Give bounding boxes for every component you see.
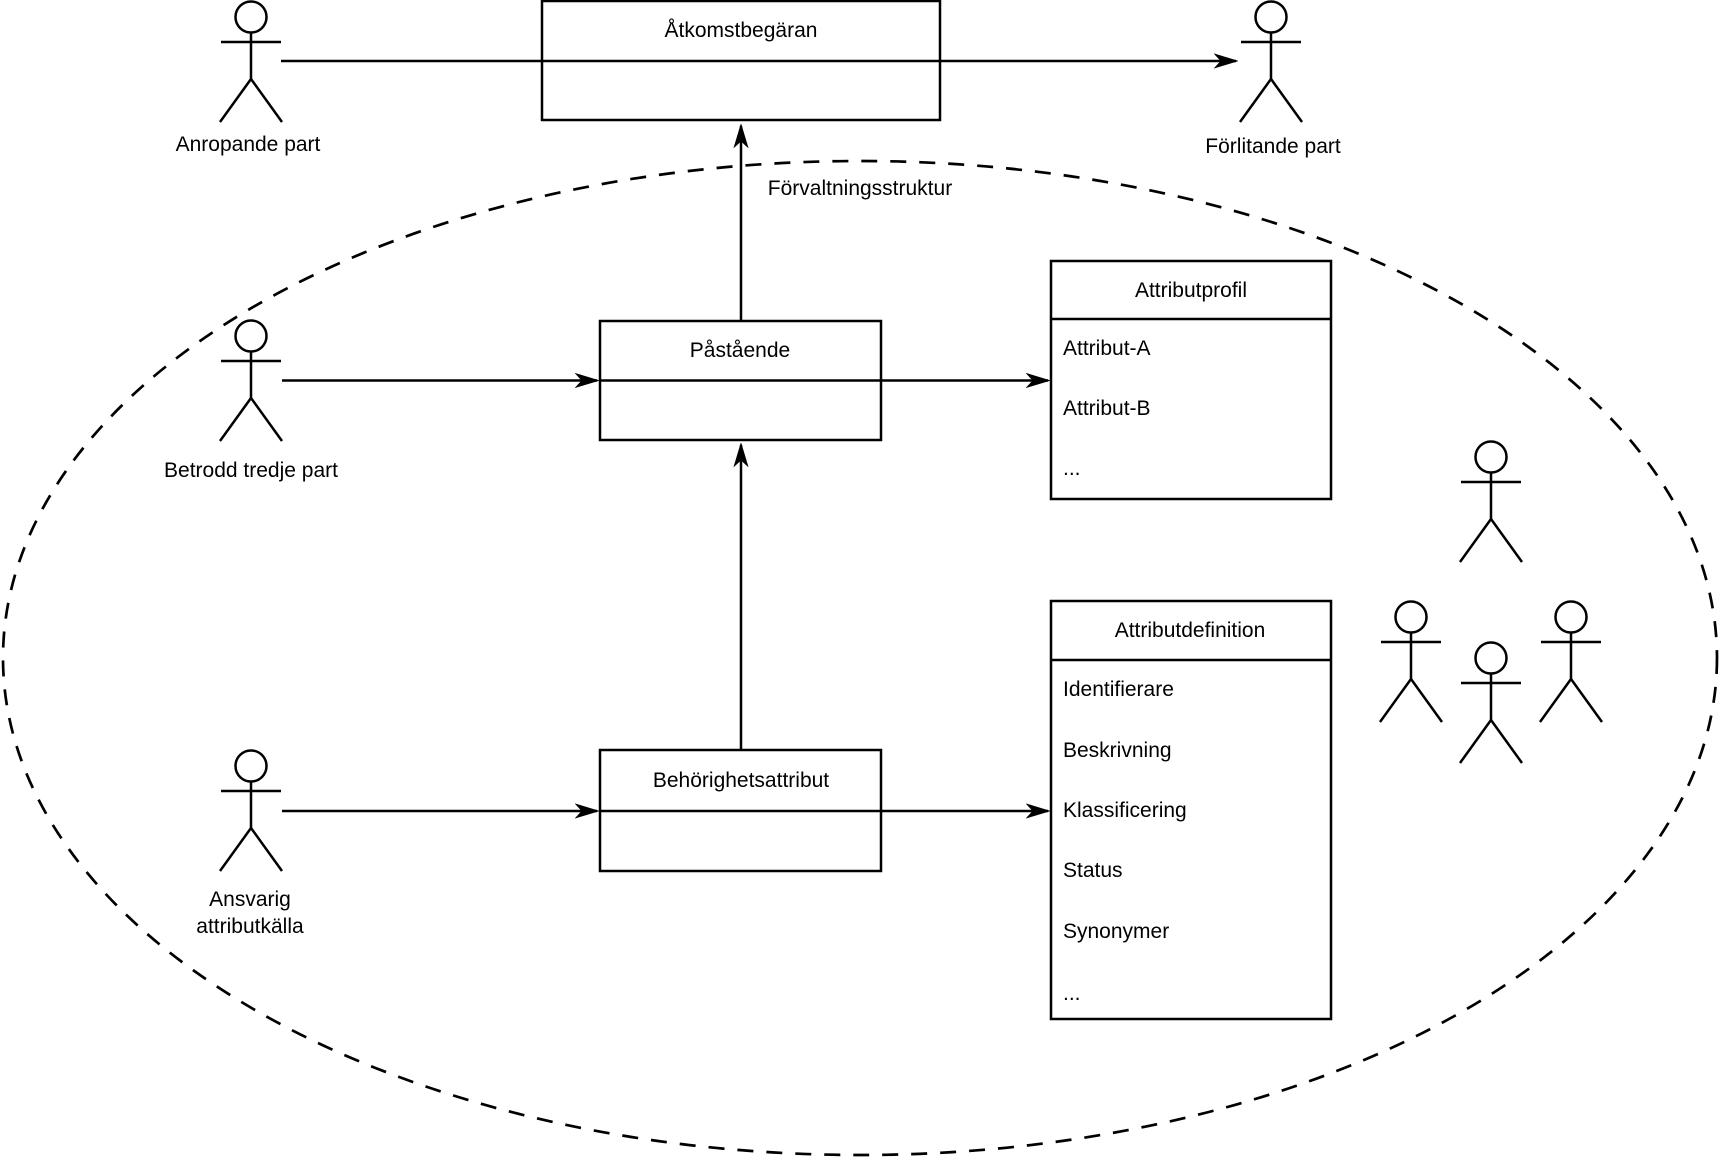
actor-head-icon <box>234 0 268 34</box>
actor-leg-left <box>1238 78 1273 123</box>
actor-user-single <box>1458 440 1524 563</box>
attributdefinition-row: Beskrivning <box>1063 739 1172 762</box>
actor-leg-left <box>1458 518 1493 563</box>
actor-leg-left <box>1538 678 1573 723</box>
attributdefinition-row: ... <box>1063 982 1081 1005</box>
box-title-atkomstbegaran: Åtkomstbegäran <box>665 19 818 42</box>
actor-anropande-part <box>218 0 284 123</box>
actor-leg-right <box>1569 678 1604 723</box>
attributprofil-row: Attribut-A <box>1063 337 1151 360</box>
actor-leg-right <box>1269 78 1304 123</box>
actor-leg-left <box>218 827 253 872</box>
actor-leg-left <box>218 78 253 123</box>
actor-leg-left <box>1378 678 1413 723</box>
attributdefinition-row: Identifierare <box>1063 678 1174 701</box>
attributdefinition-row: Synonymer <box>1063 920 1169 943</box>
actor-leg-left <box>218 397 253 442</box>
box-title-pastaende: Påstående <box>690 339 790 362</box>
attributprofil-row: Attribut-B <box>1063 397 1151 420</box>
actor-leg-right <box>249 827 284 872</box>
actor-label-anropande-part: Anropande part <box>176 133 321 156</box>
boundary-label: Förvaltningsstruktur <box>768 177 952 200</box>
attributdefinition-row: Status <box>1063 859 1123 882</box>
actor-head-icon <box>1254 0 1288 34</box>
box-title-behorighetsattribut: Behörighetsattribut <box>653 769 829 792</box>
actor-label-ansvarig-line1: Ansvarig <box>209 888 291 911</box>
actor-label-betrodd-tredje-part: Betrodd tredje part <box>164 459 338 482</box>
attributdefinition-row: Klassificering <box>1063 799 1187 822</box>
actor-head-icon <box>1474 440 1508 474</box>
actor-head-icon <box>1394 600 1428 634</box>
actor-leg-left <box>1458 719 1493 764</box>
actor-leg-right <box>1489 719 1524 764</box>
actor-user-group-left <box>1378 600 1444 723</box>
box-attributdefinition <box>1049 599 1333 1021</box>
actor-leg-right <box>1409 678 1444 723</box>
actor-leg-right <box>249 397 284 442</box>
actor-betrodd-tredje-part <box>218 319 284 442</box>
box-attributprofil <box>1049 259 1333 501</box>
actor-head-icon <box>234 319 268 353</box>
attributdefinition-rect <box>1049 599 1333 1021</box>
actor-head-icon <box>1554 600 1588 634</box>
actor-head-icon <box>1474 641 1508 675</box>
actor-label-forlitande-part: Förlitande part <box>1205 135 1341 158</box>
forvaltningsstruktur-boundary-ellipse <box>1 159 1719 1157</box>
actor-forlitande-part <box>1238 0 1304 123</box>
actor-ansvarig-attributkalla <box>218 749 284 872</box>
attributprofil-rect <box>1049 259 1333 501</box>
actor-user-group-middle <box>1458 641 1524 764</box>
attributprofil-row: ... <box>1063 457 1081 480</box>
actor-label-ansvarig-line2: attributkälla <box>196 915 304 938</box>
box-title-attributdefinition: Attributdefinition <box>1115 619 1266 642</box>
actor-user-group-right <box>1538 600 1604 723</box>
actor-head-icon <box>234 749 268 783</box>
actor-leg-right <box>249 78 284 123</box>
actor-leg-right <box>1489 518 1524 563</box>
box-title-attributprofil: Attributprofil <box>1135 279 1247 302</box>
